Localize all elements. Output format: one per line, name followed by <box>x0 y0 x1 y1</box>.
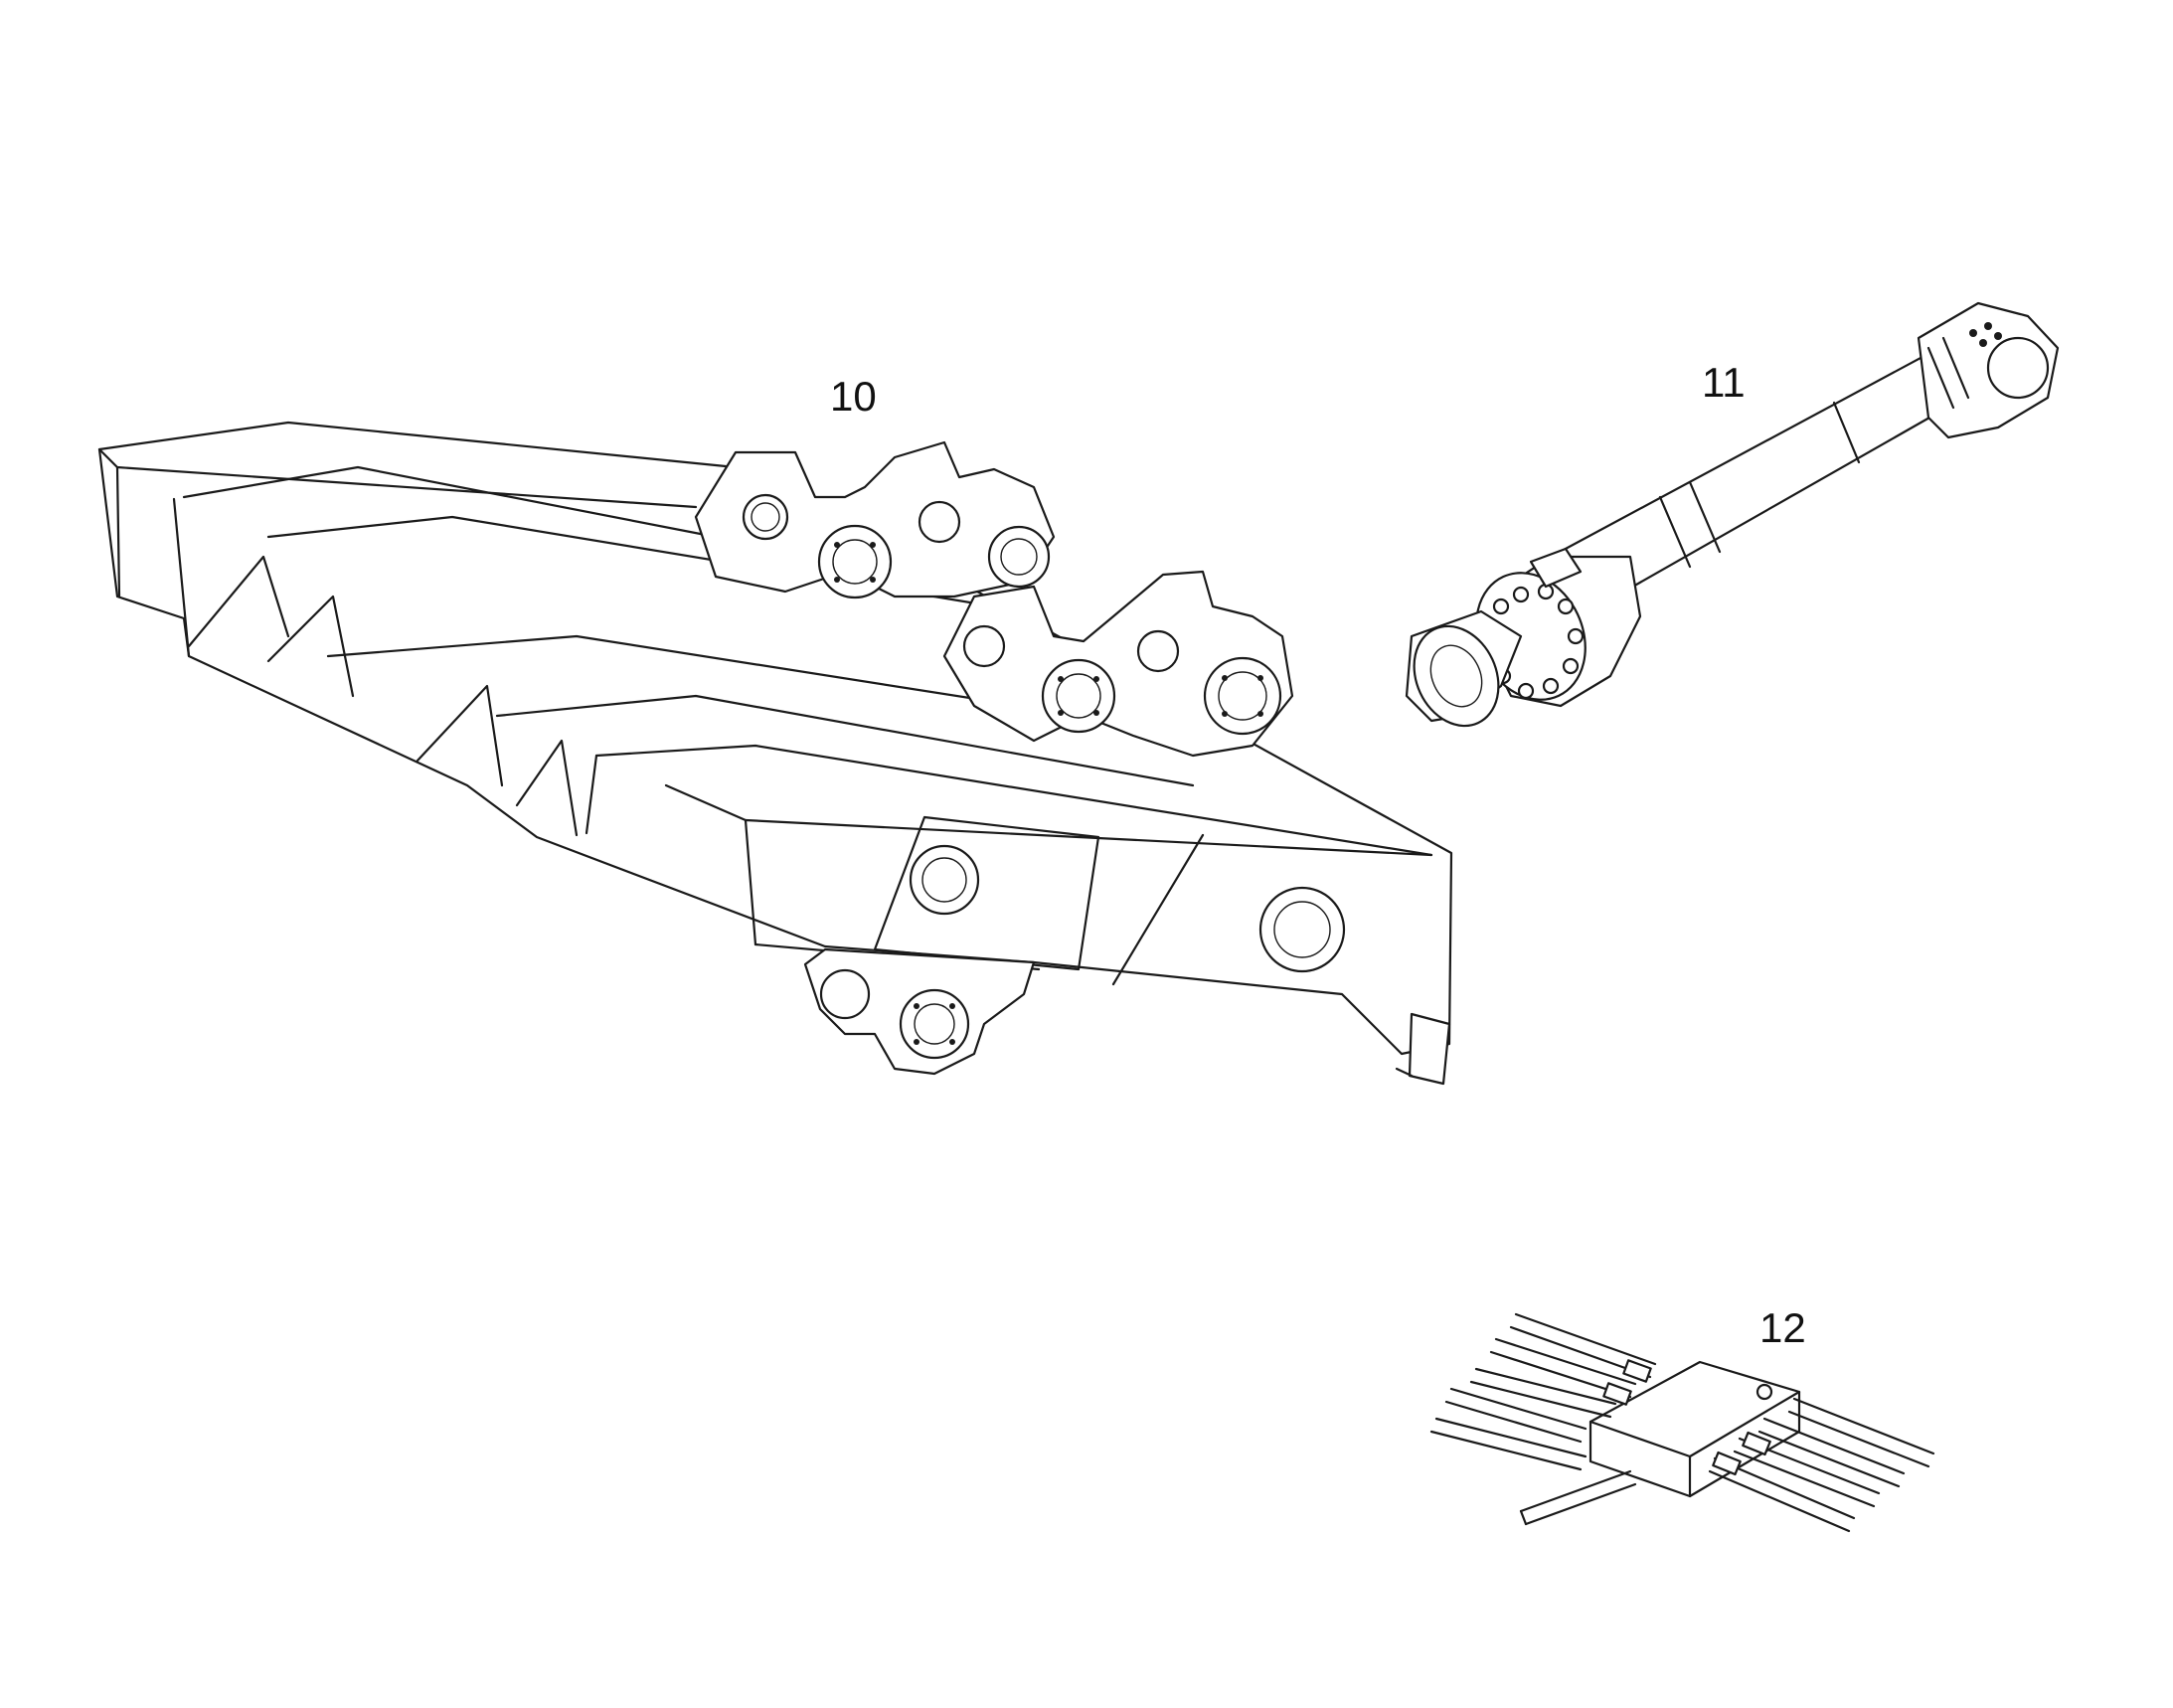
hydraulic-manifold-icon <box>1429 1312 1935 1533</box>
hydraulic-cylinder-icon <box>1405 301 2060 728</box>
callout-part-10: 10 <box>830 373 877 420</box>
boom-frame-icon <box>97 421 1453 1086</box>
callout-part-11: 11 <box>1702 359 1746 406</box>
callout-part-12: 12 <box>1759 1304 1806 1351</box>
